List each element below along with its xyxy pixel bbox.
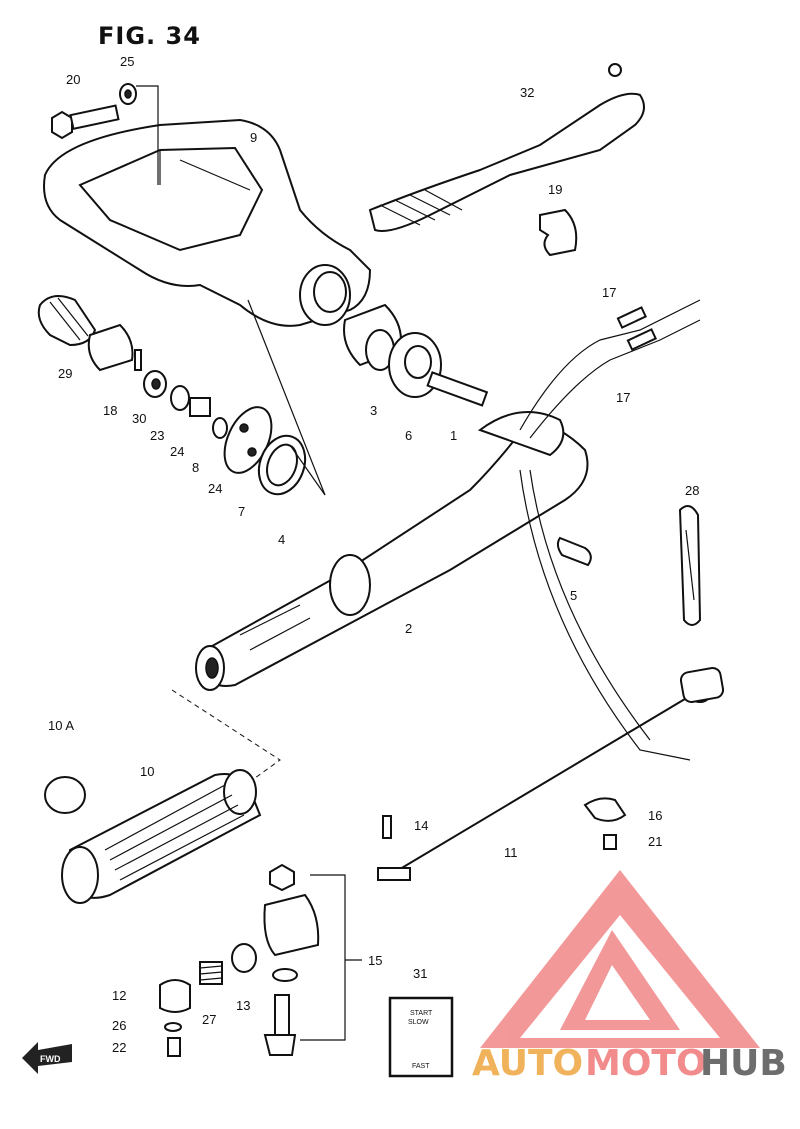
- washer-24a: [170, 385, 190, 411]
- pin-14: [382, 815, 392, 839]
- callout-15: 15: [368, 953, 382, 968]
- screw-22: [167, 1037, 181, 1057]
- clip-19: [539, 208, 578, 257]
- friction-assembly: [263, 863, 320, 1056]
- cup-13: [231, 943, 257, 973]
- callout-18: 18: [103, 403, 117, 418]
- watermark-hub: HUB: [700, 1043, 787, 1084]
- callout-24a: 24: [170, 444, 184, 459]
- callout-25: 25: [120, 54, 134, 69]
- callout-27: 27: [202, 1012, 216, 1027]
- decal-fast: FAST: [412, 1063, 430, 1070]
- plate-7: [223, 406, 273, 474]
- bolt-1: [426, 371, 489, 407]
- callout-11: 11: [504, 845, 518, 860]
- decal-start: START: [410, 1010, 433, 1017]
- callout-16: 16: [648, 808, 662, 823]
- washer-24b: [212, 417, 228, 439]
- cap-10a: [44, 776, 86, 814]
- fwd-label: FWD: [40, 1054, 61, 1064]
- callout-8: 8: [192, 460, 199, 475]
- callout-29: 29: [58, 366, 72, 381]
- block-12: [159, 979, 191, 1013]
- watermark-auto: AUTO: [472, 1043, 583, 1084]
- callout-6: 6: [405, 428, 412, 443]
- callout-20: 20: [66, 72, 80, 87]
- callout-19: 19: [548, 182, 562, 197]
- callout-30: 30: [132, 411, 146, 426]
- watermark-moto: MOTO: [585, 1043, 707, 1084]
- callout-1: 1: [450, 428, 457, 443]
- spring-27: [199, 961, 223, 985]
- callout-21: 21: [648, 834, 662, 849]
- plate-16: [583, 797, 627, 822]
- decal-31: [388, 996, 454, 1078]
- washer-25: [119, 83, 137, 105]
- callout-10a: 10 A: [48, 718, 74, 733]
- spring-18: [87, 323, 134, 372]
- alignment-line: [171, 689, 281, 779]
- handle-bracket: [43, 118, 372, 327]
- callout-7: 7: [238, 504, 245, 519]
- spring-8: [189, 397, 211, 417]
- callout-17b: 17: [616, 390, 630, 405]
- callout-9: 9: [250, 130, 257, 145]
- callout-24b: 24: [208, 481, 222, 496]
- watermark-logo: [480, 870, 760, 1048]
- cable-32: [368, 63, 645, 232]
- throttle-grip: [61, 769, 262, 904]
- callout-3: 3: [370, 403, 377, 418]
- callout-23: 23: [150, 428, 164, 443]
- callout-28: 28: [685, 483, 699, 498]
- callout-5: 5: [570, 588, 577, 603]
- screw-21: [603, 834, 617, 850]
- figure-title: FIG. 34: [98, 22, 201, 50]
- callout-31: 31: [413, 966, 427, 981]
- cap-29: [37, 295, 97, 347]
- washer-6: [388, 332, 442, 398]
- decal-slow: SLOW: [408, 1019, 429, 1026]
- callout-26: 26: [112, 1018, 126, 1033]
- link-rod-11: [377, 667, 725, 881]
- bushing-3: [343, 303, 402, 371]
- bolt-20: [51, 104, 120, 140]
- fwd-arrow-icon: [22, 1042, 72, 1074]
- callout-22: 22: [112, 1040, 126, 1055]
- callout-17a: 17: [602, 285, 616, 300]
- callout-2: 2: [405, 621, 412, 636]
- pin-5: [556, 536, 592, 567]
- callout-10: 10: [140, 764, 154, 779]
- callout-4: 4: [278, 532, 285, 547]
- callout-14: 14: [414, 818, 428, 833]
- pin-30: [134, 349, 142, 371]
- washer-26: [164, 1022, 182, 1032]
- bracket-28: [678, 505, 702, 626]
- callout-32: 32: [520, 85, 534, 100]
- cables-17: [519, 299, 701, 761]
- nut-23: [143, 370, 167, 398]
- callout-12: 12: [112, 988, 126, 1003]
- callout-13: 13: [236, 998, 250, 1013]
